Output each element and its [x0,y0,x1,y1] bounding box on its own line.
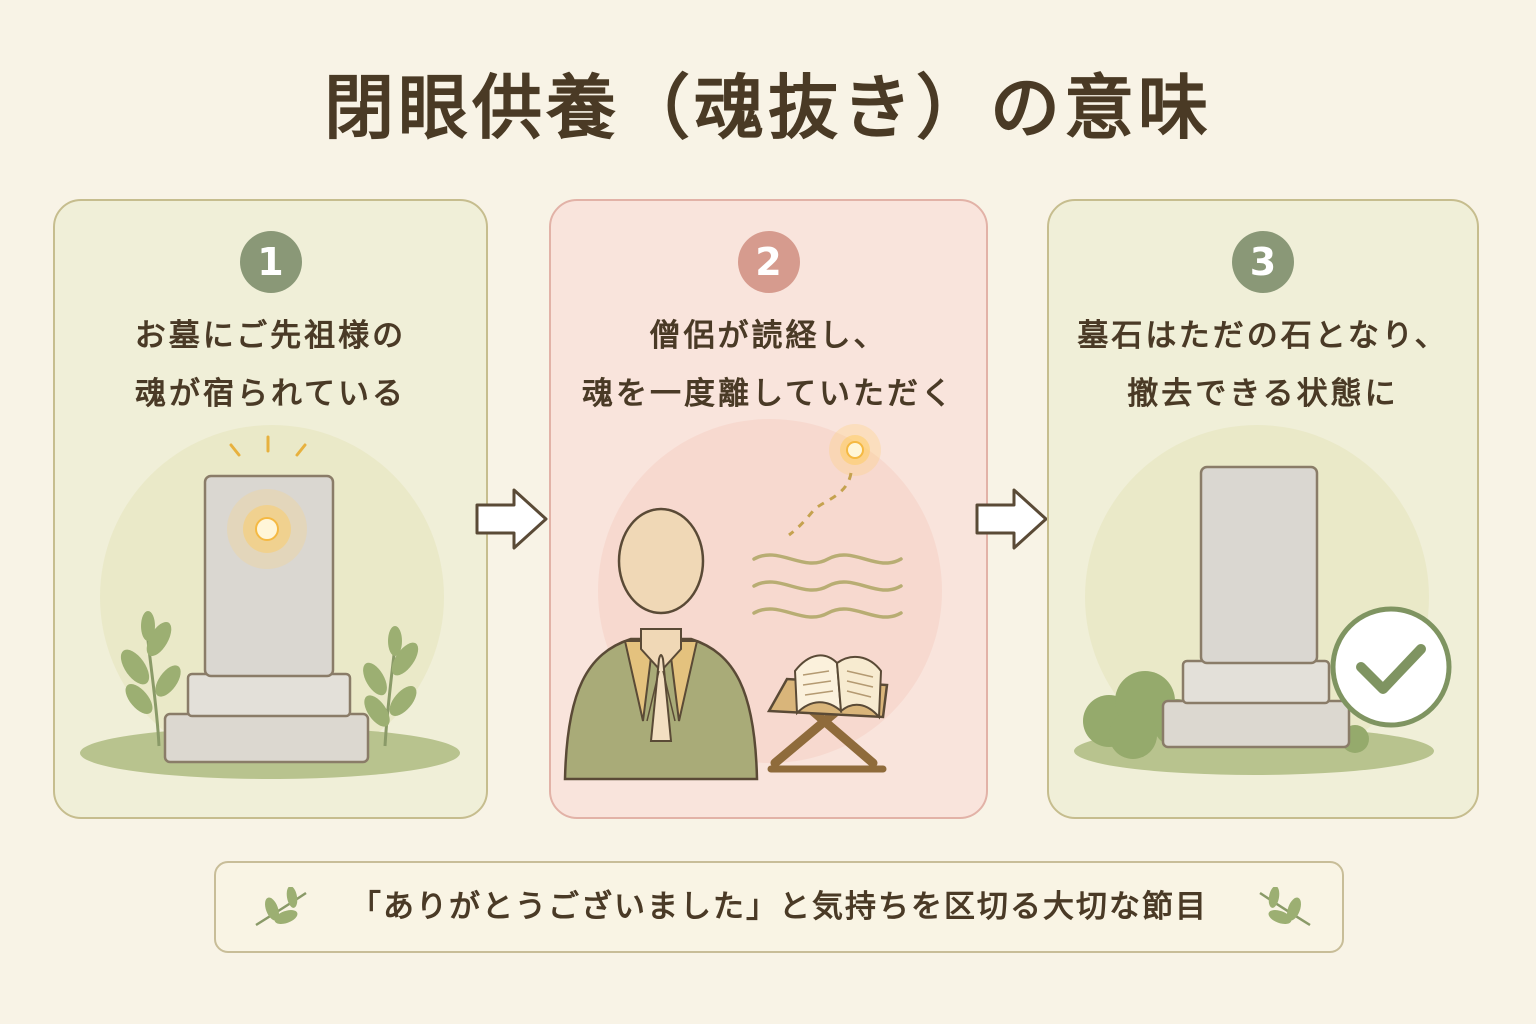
caption-line: 魂を一度離していただく [581,376,956,412]
caption-line: 魂が宿られている [134,376,407,412]
leaf-plant-icon [363,626,419,747]
arrow-right-icon [975,488,1048,550]
sutra-book-icon [766,654,889,773]
caption-line: 撤去できる状態に [1127,376,1399,412]
gravestone-icon [163,474,370,764]
footer-text: 「ありがとうございました」と気持ちを区切る大切な節目 [350,889,1208,925]
leaf-plant-icon [120,611,181,747]
chant-wave-icon [752,553,903,619]
caption-line: 僧侶が読経し、 [649,318,888,354]
step-caption: 僧侶が読経し、 魂を一度離していただく [551,307,986,423]
step-panel-3: 3 墓石はただの石となり、 撤去できる状態に [1047,199,1479,819]
soul-light-icon [227,435,307,569]
caption-line: 墓石はただの石となり、 [1077,318,1449,354]
arrow-right-icon [475,488,548,550]
check-circle-icon [1330,606,1452,728]
step3-illustration [1074,425,1452,775]
step1-illustration [80,425,460,779]
leaf-sprig-icon [255,887,307,927]
step-number-badge: 1 [239,231,302,293]
soul-light-icon [788,424,881,537]
step-number-badge: 2 [737,231,800,293]
page-title: 閉眼供養（魂抜き）の意味 [324,67,1212,149]
caption-line: お墓にご先祖様の [134,318,407,354]
gravestone-icon [1161,465,1351,749]
monk-icon [563,507,759,781]
step-panel-1: 1 お墓にご先祖様の 魂が宿られている [53,199,488,819]
step2-illustration [563,419,942,781]
step-caption: お墓にご先祖様の 魂が宿られている [55,307,486,423]
footer-banner: 「ありがとうございました」と気持ちを区切る大切な節目 [214,861,1344,953]
step-panel-2: 2 僧侶が読経し、 魂を一度離していただく [549,199,988,819]
step-number-badge: 3 [1232,231,1294,293]
step-caption: 墓石はただの石となり、 撤去できる状態に [1049,307,1477,423]
leaf-sprig-icon [1259,887,1311,927]
